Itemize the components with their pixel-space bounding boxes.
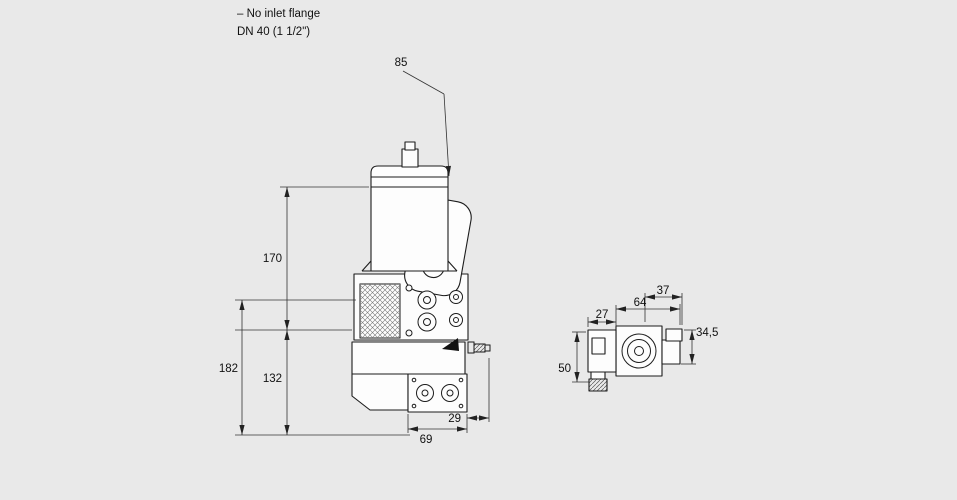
dimension-labels: 85 170 182 132 69 29 27 64 37 34,5 50 bbox=[219, 57, 719, 446]
dim-27-label: 27 bbox=[596, 309, 609, 321]
dim-170-label: 170 bbox=[263, 253, 282, 265]
variant-note-line: – No inlet flange bbox=[237, 8, 321, 20]
dimension-annotations bbox=[235, 70, 696, 436]
dim-132-label: 132 bbox=[263, 373, 282, 385]
variant-note: – No inlet flange DN 40 (1 1/2") bbox=[237, 5, 320, 41]
valve-front-view bbox=[351, 141, 491, 413]
dim-69-label: 69 bbox=[420, 434, 433, 446]
flow-arrow-icon bbox=[442, 338, 459, 351]
solenoid-side-view bbox=[587, 325, 683, 392]
test-nipple bbox=[467, 341, 491, 354]
dim-85-label: 85 bbox=[395, 57, 408, 69]
dim-29-label: 29 bbox=[448, 413, 461, 425]
dim-50-label: 50 bbox=[558, 363, 571, 375]
dn-size-label: DN 40 (1 1/2") bbox=[237, 26, 311, 38]
dim-37-label: 37 bbox=[657, 285, 670, 297]
dim-64-label: 64 bbox=[634, 297, 647, 309]
dim-34-5-label: 34,5 bbox=[696, 327, 718, 339]
dim-182-label: 182 bbox=[219, 363, 238, 375]
